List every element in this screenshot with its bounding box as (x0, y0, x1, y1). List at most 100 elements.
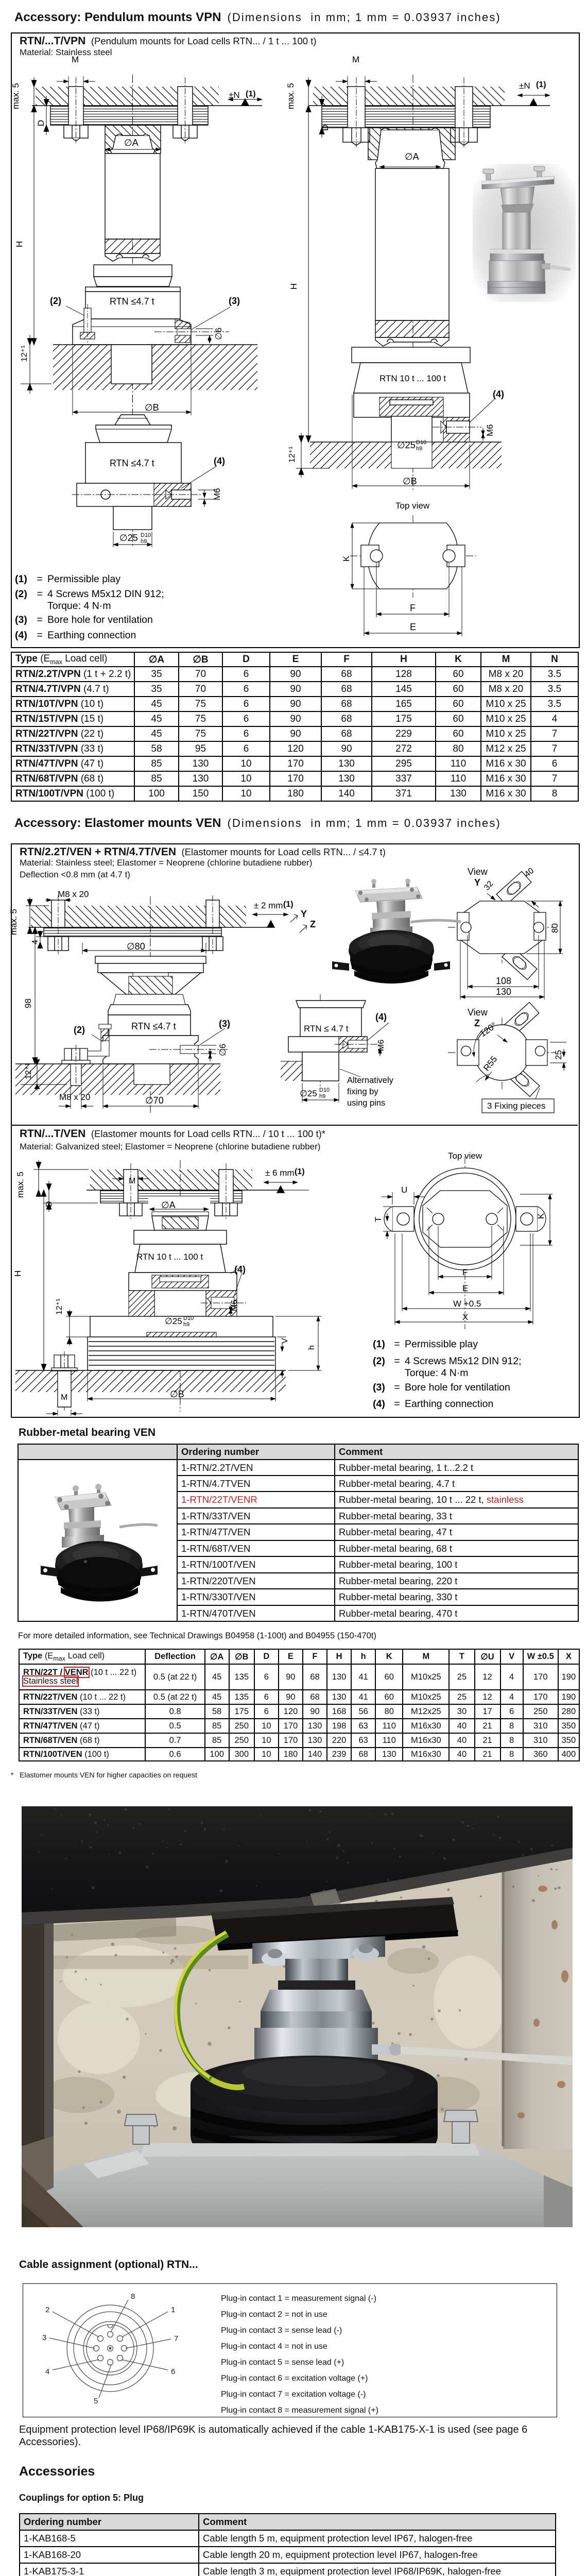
svg-text:M: M (61, 1393, 67, 1402)
svg-text:± 2 mm: ± 2 mm (254, 901, 283, 910)
svg-text:h9: h9 (183, 1321, 189, 1328)
svg-text:W +0.5: W +0.5 (453, 1299, 481, 1309)
svg-text:D: D (45, 1201, 54, 1207)
svg-text:∅B: ∅B (403, 476, 417, 486)
svg-text:3 Fixing pieces: 3 Fixing pieces (487, 1101, 545, 1111)
svg-text:6: 6 (171, 2367, 175, 2376)
svg-text:D: D (36, 120, 46, 126)
svg-text:(4): (4) (375, 1012, 387, 1022)
svg-text:U: U (401, 1185, 407, 1195)
svg-text:Alternatively: Alternatively (347, 1076, 394, 1085)
svg-text:RTN 10 t ... 100 t: RTN 10 t ... 100 t (379, 374, 446, 383)
svg-text:∅25: ∅25 (397, 440, 416, 450)
svg-text:Z: Z (310, 919, 316, 929)
svg-text:(2): (2) (50, 296, 61, 306)
svg-text:(2): (2) (74, 1025, 85, 1035)
svg-text:h9: h9 (416, 446, 422, 452)
svg-text:32: 32 (482, 879, 495, 892)
svg-text:1: 1 (171, 2306, 175, 2314)
svg-text:M: M (129, 1177, 135, 1185)
svg-text:H: H (289, 283, 299, 290)
svg-text:5: 5 (94, 2397, 98, 2405)
svg-text:View: View (468, 1007, 488, 1018)
svg-text:∅25: ∅25 (119, 533, 138, 543)
svg-text:(4) =Earthing connection: (4) =Earthing connection (373, 1398, 493, 1410)
svg-text:± 6 mm: ± 6 mm (265, 1168, 295, 1178)
svg-text:12⁺¹: 12⁺¹ (288, 446, 297, 463)
svg-text:RTN ≤4.7 t: RTN ≤4.7 t (110, 296, 154, 307)
svg-text:3: 3 (42, 2333, 46, 2342)
svg-text:M: M (352, 55, 359, 64)
svg-text:max. 5: max. 5 (11, 83, 21, 109)
svg-text:12⁺¹: 12⁺¹ (55, 1298, 64, 1315)
svg-text:RTN ≤ 4.7 t: RTN ≤ 4.7 t (304, 1024, 349, 1033)
svg-text:(1): (1) (246, 90, 256, 98)
svg-text:D10: D10 (416, 439, 426, 446)
svg-text:K: K (536, 1213, 546, 1219)
svg-text:(3) =Bore hole for ventilation: (3) =Bore hole for ventilation (15, 614, 153, 625)
svg-text:(3) =Bore hole for ventilation: (3) =Bore hole for ventilation (373, 1382, 510, 1393)
svg-text:M8 x 20: M8 x 20 (58, 889, 89, 899)
svg-text:H: H (14, 241, 24, 247)
svg-text:(3): (3) (229, 296, 240, 306)
svg-text:max. 5: max. 5 (9, 909, 19, 935)
svg-text:(2) =4 Screws M5x12 DIN 912;: (2) =4 Screws M5x12 DIN 912; (373, 1355, 522, 1367)
svg-text:M: M (72, 55, 79, 64)
svg-text:D: D (320, 125, 330, 131)
svg-text:∅B: ∅B (145, 402, 159, 413)
svg-text:∅25: ∅25 (300, 1089, 317, 1098)
svg-text:2: 2 (45, 2306, 49, 2314)
svg-text:Torque: 4 N·m: Torque: 4 N·m (405, 1367, 469, 1379)
svg-text:(2) =4 Screws M5x12 DIN 912;: (2) =4 Screws M5x12 DIN 912; (15, 588, 164, 600)
svg-text:X: X (462, 1312, 468, 1322)
svg-text:H: H (13, 1270, 23, 1277)
svg-text:Torque: 4 N·m: Torque: 4 N·m (47, 600, 111, 612)
svg-text:View: View (468, 867, 488, 877)
svg-text:4: 4 (31, 940, 40, 944)
svg-text:∅6: ∅6 (214, 328, 223, 340)
svg-text:130: 130 (496, 987, 511, 997)
svg-text:7: 7 (174, 2334, 178, 2343)
svg-text:12⁺¹: 12⁺¹ (24, 1063, 33, 1079)
svg-text:T: T (373, 1217, 383, 1222)
svg-text:M6: M6 (485, 424, 495, 436)
svg-text:max. 5: max. 5 (15, 1172, 25, 1198)
svg-text:E: E (410, 622, 416, 632)
svg-text:(4): (4) (493, 389, 504, 399)
svg-text:E: E (462, 1283, 468, 1293)
svg-text:∅25: ∅25 (165, 1316, 182, 1326)
svg-text:(3): (3) (219, 1019, 230, 1029)
svg-text:using pins: using pins (347, 1098, 385, 1108)
svg-text:F: F (462, 1267, 468, 1277)
svg-text:M6: M6 (212, 488, 222, 500)
svg-text:M8 x 20: M8 x 20 (59, 1092, 90, 1102)
svg-text:12⁺¹: 12⁺¹ (20, 345, 29, 362)
svg-text:(1): (1) (283, 900, 294, 909)
svg-text:RTN 10 t ... 100 t: RTN 10 t ... 100 t (136, 1252, 203, 1262)
svg-text:D10: D10 (183, 1315, 194, 1321)
svg-text:F: F (410, 603, 416, 613)
svg-text:(4) =Earthing connection: (4) =Earthing connection (15, 630, 136, 641)
svg-text:±N: ±N (519, 81, 530, 91)
svg-text:∅A: ∅A (161, 1200, 176, 1210)
svg-text:∅A: ∅A (124, 138, 139, 148)
svg-text:4: 4 (45, 2367, 49, 2376)
svg-text:108: 108 (496, 976, 511, 986)
svg-text:RTN ≤4.7 t: RTN ≤4.7 t (131, 1021, 176, 1031)
svg-text:(1): (1) (536, 80, 546, 89)
svg-text:K: K (341, 555, 351, 562)
svg-text:D10: D10 (319, 1087, 330, 1093)
svg-text:M6: M6 (230, 1300, 239, 1311)
svg-text:V: V (281, 1338, 289, 1344)
svg-text:(1) =Permissible play: (1) =Permissible play (15, 573, 120, 585)
svg-text:M6: M6 (377, 1040, 386, 1051)
svg-text:(1): (1) (295, 1167, 305, 1176)
svg-text:max. 5: max. 5 (286, 83, 296, 109)
svg-text:8: 8 (131, 2292, 135, 2301)
svg-text:Y: Y (474, 877, 480, 888)
svg-text:80: 80 (550, 923, 560, 933)
svg-text:(4): (4) (214, 456, 225, 466)
svg-text:±N: ±N (229, 90, 240, 100)
svg-text:h9: h9 (319, 1093, 325, 1099)
svg-text:∅70: ∅70 (145, 1095, 164, 1106)
